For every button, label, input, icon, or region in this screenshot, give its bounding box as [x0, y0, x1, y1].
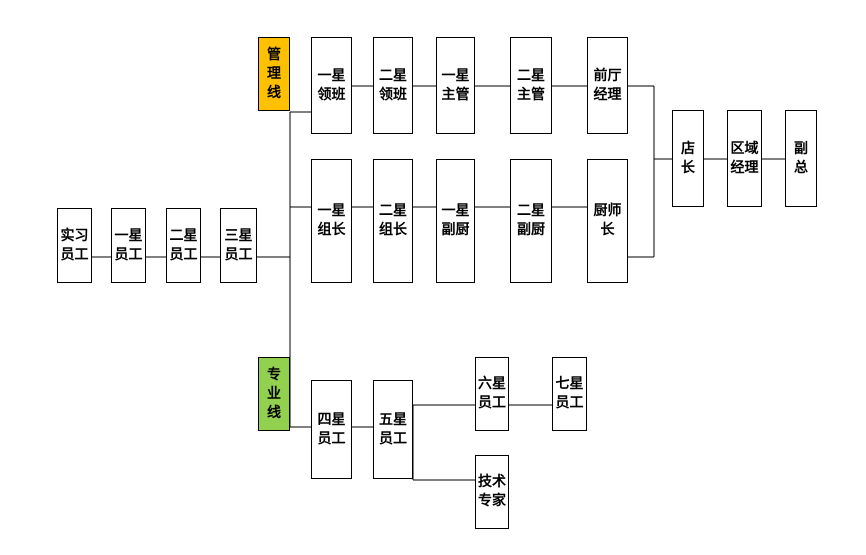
node-three-star-staff: 三星 员工: [220, 208, 257, 283]
track-professional-label: 专业线: [258, 357, 290, 431]
node-four-star-staff: 四星 员工: [311, 380, 352, 479]
track-management-label: 管理线: [258, 37, 290, 111]
node-five-star-staff: 五星 员工: [373, 380, 413, 479]
node-front-manager: 前厅 经理: [587, 37, 628, 134]
node-one-star-group-lead: 一星 组长: [311, 159, 352, 283]
node-one-star-supervisor: 一星 主管: [436, 37, 475, 134]
node-two-star-staff: 二星 员工: [166, 208, 201, 283]
node-one-star-staff: 一星 员工: [111, 208, 146, 283]
node-intern: 实习 员工: [57, 208, 92, 283]
node-two-star-sous-chef: 二星 副厨: [510, 159, 552, 283]
node-six-star-staff: 六星 员工: [475, 357, 509, 431]
node-one-star-sous-chef: 一星 副厨: [436, 159, 475, 283]
node-store-manager: 店长: [672, 110, 704, 207]
node-vice-president: 副总: [785, 110, 817, 207]
node-one-star-lead: 一星 领班: [311, 37, 352, 134]
node-two-star-supervisor: 二星 主管: [510, 37, 552, 134]
node-two-star-group-lead: 二星 组长: [373, 159, 413, 283]
node-regional-manager: 区域 经理: [727, 110, 762, 207]
node-tech-expert: 技术 专家: [475, 455, 509, 529]
node-seven-star-staff: 七星 员工: [552, 357, 587, 431]
node-two-star-lead: 二星 领班: [373, 37, 413, 134]
node-head-chef: 厨师长: [587, 159, 628, 283]
